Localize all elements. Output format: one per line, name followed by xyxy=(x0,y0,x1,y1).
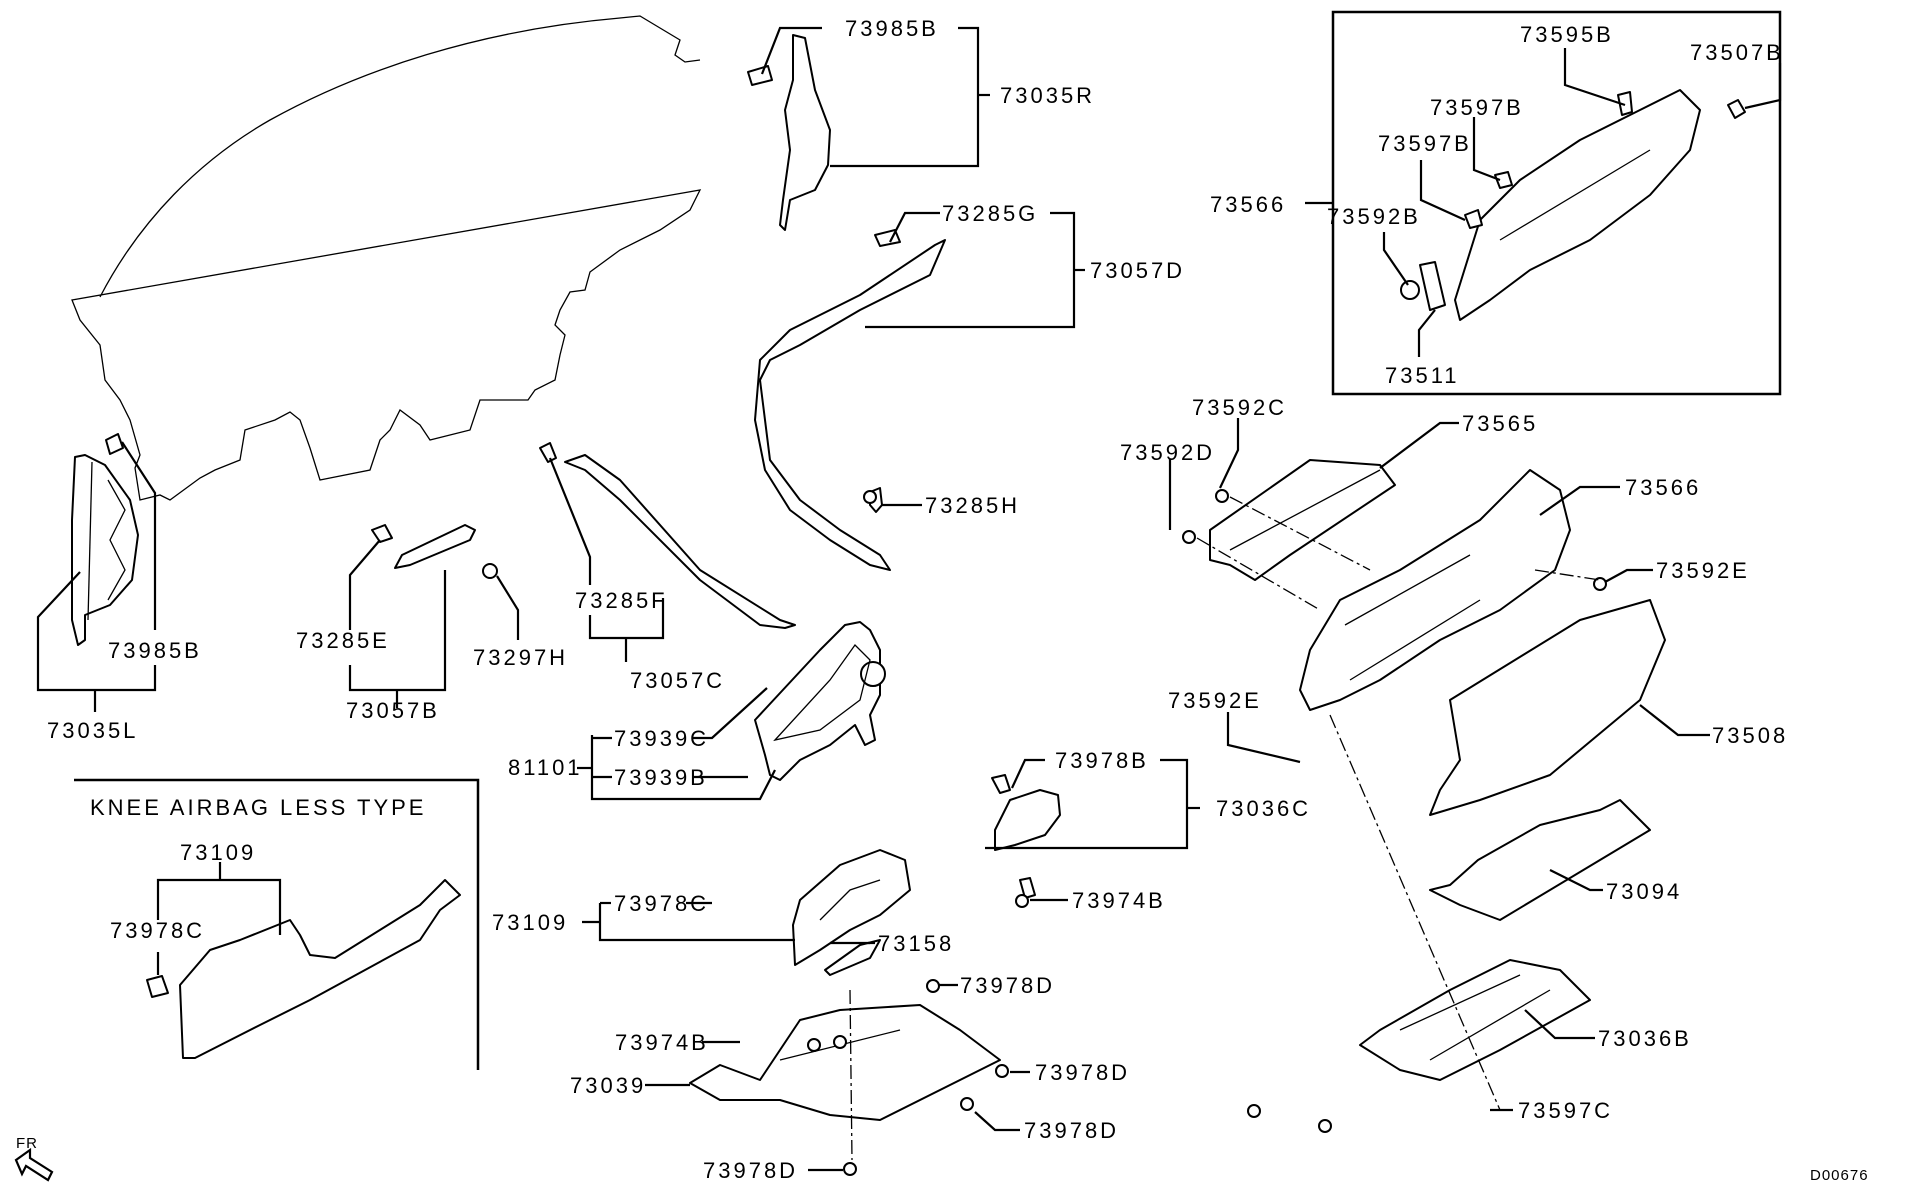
label-73035L: 73035L xyxy=(47,718,138,743)
part-73565-upper-box xyxy=(1209,459,1396,581)
part-73566-inset-glovebox xyxy=(1400,89,1746,321)
label-73592B: 73592B xyxy=(1327,204,1421,229)
label-73978B: 73978B xyxy=(1055,748,1149,773)
part-73057B xyxy=(371,524,498,579)
part-81101-meter-hood xyxy=(754,621,886,781)
part-73508-glovebox-lid xyxy=(1429,599,1666,816)
label-73297H: 73297H xyxy=(473,645,568,670)
label-73978C-main: 73978C xyxy=(614,891,709,916)
front-direction-arrow-icon xyxy=(14,1147,54,1182)
alignment-line xyxy=(1196,537,1321,611)
label-73565: 73565 xyxy=(1462,411,1538,436)
label-knee-airbag-less-type: KNEE AIRBAG LESS TYPE xyxy=(90,795,427,820)
inset-box-knee-airbag xyxy=(74,778,480,1070)
part-73094-plate xyxy=(1429,799,1651,921)
label-73285G: 73285G xyxy=(942,201,1038,226)
label-73057B: 73057B xyxy=(346,698,440,723)
part-73035R xyxy=(747,34,831,231)
label-73592C: 73592C xyxy=(1192,395,1287,420)
drawing-number: D00676 xyxy=(1810,1167,1869,1184)
label-73158: 73158 xyxy=(878,931,954,956)
label-73285F: 73285F xyxy=(575,588,668,613)
label-73939C: 73939C xyxy=(614,726,709,751)
label-73985B-top: 73985B xyxy=(845,16,939,41)
label-73974B-a: 73974B xyxy=(1072,888,1166,913)
label-73507B: 73507B xyxy=(1690,40,1784,65)
label-73109-inset: 73109 xyxy=(180,840,256,865)
label-73597B-b: 73597B xyxy=(1378,131,1472,156)
part-73036B-lower-tray xyxy=(1359,959,1591,1081)
alignment-line xyxy=(1534,569,1601,581)
label-73057C: 73057C xyxy=(630,668,725,693)
label-73978D-a: 73978D xyxy=(960,973,1055,998)
part-73109-inset xyxy=(146,879,461,1059)
part-73566-glovebox-housing xyxy=(1299,469,1571,711)
label-73978C-inset: 73978C xyxy=(110,918,205,943)
label-73285H: 73285H xyxy=(925,493,1020,518)
label-73035R: 73035R xyxy=(1000,83,1095,108)
label-73285E: 73285E xyxy=(296,628,390,653)
alignment-line xyxy=(1229,496,1371,571)
alignment-line xyxy=(849,989,853,1161)
label-73566-inset: 73566 xyxy=(1210,192,1286,217)
part-73057C xyxy=(539,442,796,629)
label-73597C: 73597C xyxy=(1518,1098,1613,1123)
label-73094: 73094 xyxy=(1606,879,1682,904)
part-73109-lower-panel xyxy=(792,849,911,976)
label-73978D-d: 73978D xyxy=(703,1158,798,1183)
part-73057D xyxy=(754,229,946,571)
label-73036C: 73036C xyxy=(1216,796,1311,821)
fasteners xyxy=(807,489,1607,1176)
alignment-line xyxy=(1329,714,1501,1111)
part-73036C xyxy=(991,774,1061,899)
label-81101: 81101 xyxy=(508,755,583,780)
label-73592E-b: 73592E xyxy=(1168,688,1262,713)
label-73985B-left: 73985B xyxy=(108,638,202,663)
dashboard-outline xyxy=(71,15,702,501)
part-73039-bracket xyxy=(689,1004,1001,1121)
label-73597B-a: 73597B xyxy=(1430,95,1524,120)
label-73508: 73508 xyxy=(1712,723,1788,748)
label-73592E-a: 73592E xyxy=(1656,558,1750,583)
label-73592D: 73592D xyxy=(1120,440,1215,465)
label-73566-main: 73566 xyxy=(1625,475,1701,500)
label-73511: 73511 xyxy=(1385,363,1460,388)
leader-lines xyxy=(36,26,1782,1172)
label-73057D: 73057D xyxy=(1090,258,1185,283)
label-73978D-b: 73978D xyxy=(1035,1060,1130,1085)
label-73939B: 73939B xyxy=(614,765,708,790)
label-73109-main: 73109 xyxy=(492,910,568,935)
part-73035L xyxy=(71,433,139,646)
label-73974B-b: 73974B xyxy=(615,1030,709,1055)
label-73595B: 73595B xyxy=(1520,22,1614,47)
label-orientation-fr: FR xyxy=(16,1135,38,1152)
label-73036B: 73036B xyxy=(1598,1026,1692,1051)
label-73039: 73039 xyxy=(570,1073,646,1098)
label-73978D-c: 73978D xyxy=(1024,1118,1119,1143)
